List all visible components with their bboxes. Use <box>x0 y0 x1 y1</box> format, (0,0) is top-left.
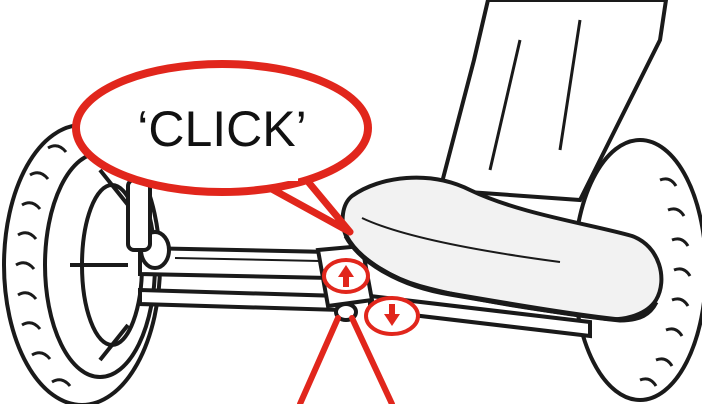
callout-label: ‘CLICK’ <box>137 101 306 157</box>
lock-indicator <box>324 260 368 292</box>
axle-rod-lower <box>140 290 340 310</box>
unlock-indicator <box>366 298 418 334</box>
left-frame-post <box>128 180 150 250</box>
pointer-line-left <box>300 318 338 404</box>
